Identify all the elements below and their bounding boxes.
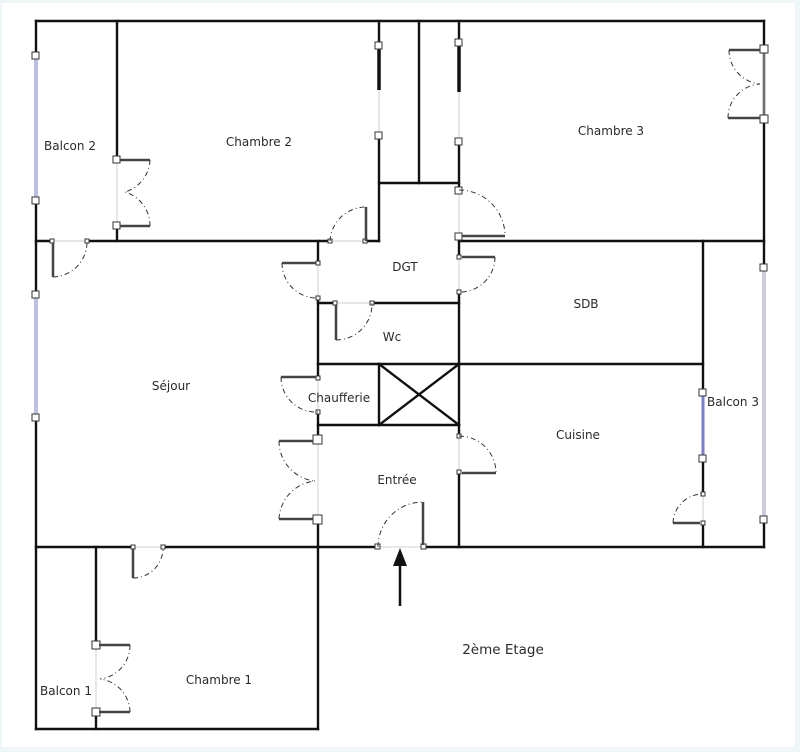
door-swings	[52, 49, 761, 713]
room-label-dgt: DGT	[392, 260, 418, 274]
room-label-entree: Entrée	[377, 473, 417, 487]
room-label-chambre-3: Chambre 3	[577, 124, 645, 138]
walls	[34, 19, 766, 731]
door-thresholds	[52, 50, 765, 712]
room-label-chambre-1: Chambre 1	[185, 673, 253, 687]
room-label-balcon-3: Balcon 3	[707, 395, 759, 409]
plan-canvas	[2, 3, 795, 747]
door-leaves	[51, 48, 760, 714]
room-label-balcon-1: Balcon 1	[40, 684, 92, 698]
jamb-markers	[31, 38, 769, 717]
room-label-chambre-2: Chambre 2	[225, 135, 293, 149]
room-label-sdb: SDB	[573, 297, 599, 311]
room-label-wc: Wc	[382, 330, 402, 344]
room-label-sejour: Séjour	[151, 379, 191, 393]
room-label-cuisine: Cuisine	[556, 428, 600, 442]
entrance-arrow-icon	[393, 548, 407, 606]
room-label-chaufferie: Chaufferie	[307, 391, 371, 405]
floor-label: 2ème Etage	[462, 642, 544, 658]
windows	[34, 43, 766, 520]
room-label-balcon-2: Balcon 2	[44, 139, 96, 153]
